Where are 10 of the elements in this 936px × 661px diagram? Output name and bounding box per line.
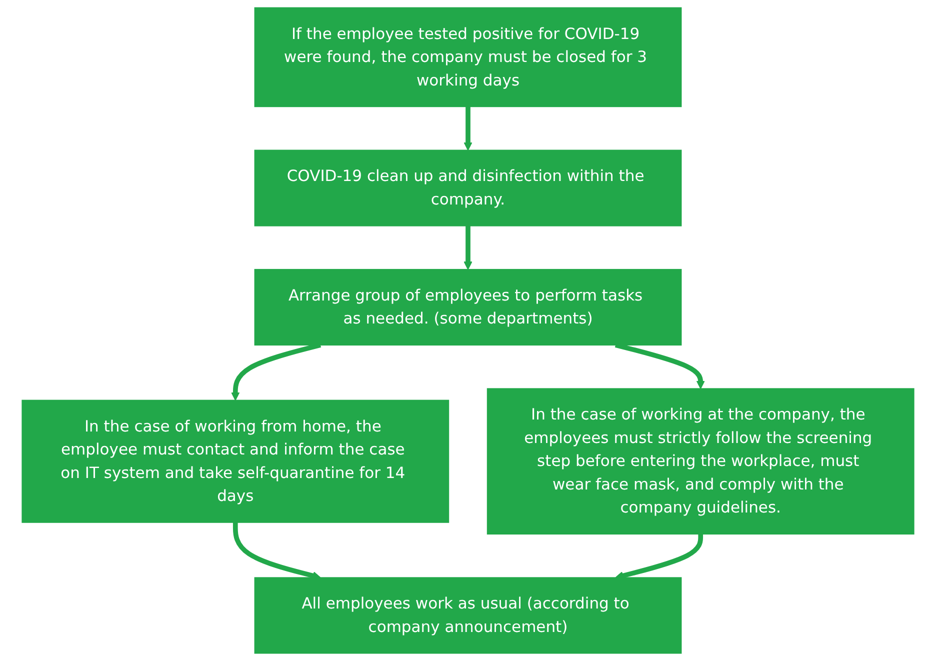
node-box: All employees work as usual (according to company announcement)	[254, 577, 682, 654]
arrow	[615, 534, 704, 580]
node-box: Arrange group of employees to perform tasks as needed. (some departments)	[254, 268, 682, 346]
node-box: In the case of working from home, the employee must contact and inform the case on IT system and take self-quarantine for 14 days	[22, 400, 450, 523]
arrow	[464, 106, 472, 151]
node-box: COVID-19 clean up and disinfection within the company.	[254, 150, 682, 226]
node-box: If the employee tested positive for COVID-19 were found, the company must be closed for 3 working days	[254, 7, 682, 108]
node-box: In the case of working at the company, the employees must strictly follow the screening step before entering the workplace, must wear face mask, and comply with the company guidelines.	[486, 388, 914, 535]
arrow	[232, 522, 321, 580]
arrow	[464, 226, 472, 270]
